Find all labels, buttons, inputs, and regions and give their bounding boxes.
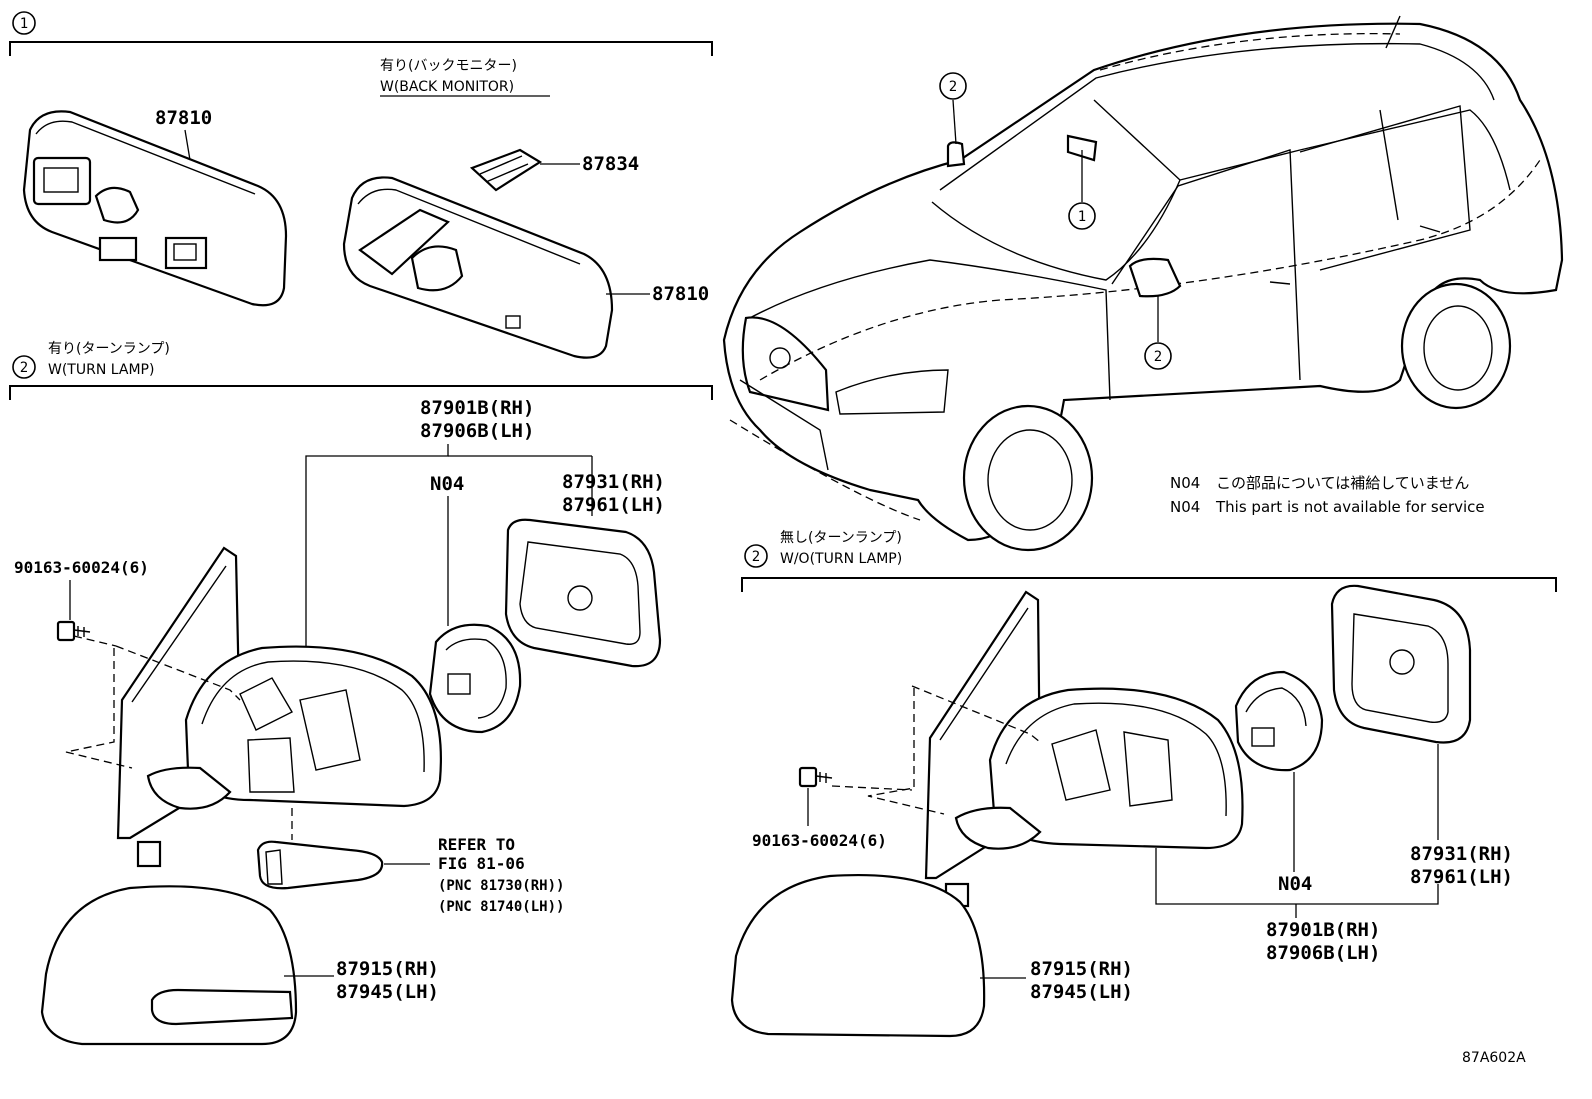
vehicle-illustration: [722, 15, 1564, 552]
car-marker-a: 2: [949, 79, 957, 95]
left-refer-3: (PNC 81730(RH)): [438, 878, 564, 894]
section-2-right-header: 無し(ターンランプ) 2 W/O(TURN LAMP): [741, 530, 1557, 592]
no-turn-lamp-option-en: W/O(TURN LAMP): [780, 551, 902, 567]
section-1-bracket: [9, 41, 713, 56]
car-leader-a: [952, 99, 957, 145]
back-monitor-option-jp: 有り(バックモニター): [380, 58, 517, 74]
section-2-left-marker: 2: [20, 360, 28, 376]
section-1-marker-circle: [12, 11, 36, 35]
note-en-code: N04: [1170, 498, 1200, 516]
part-87810-a: 87810: [155, 107, 212, 129]
left-refer-4: (PNC 81740(LH)): [438, 899, 564, 915]
back-monitor-option-en: W(BACK MONITOR): [380, 79, 514, 95]
section-2-right-marker-circle: [744, 544, 768, 568]
right-part-87931-rh: 87931(RH): [1410, 843, 1513, 865]
section-2-left-header: 有り(ターンランプ) 2 W(TURN LAMP): [9, 341, 713, 400]
note-jp-code: N04: [1170, 474, 1200, 492]
turn-lamp-option-en: W(TURN LAMP): [48, 362, 154, 378]
section-2-right-marker: 2: [752, 549, 760, 565]
leader-87810-a: [184, 129, 191, 161]
section-1-header: 1: [9, 11, 713, 56]
section-1-marker: 1: [20, 16, 28, 32]
right-part-87901B-rh: 87901B(RH): [1266, 919, 1380, 941]
section-2-left-marker-circle: [12, 355, 36, 379]
note-en-text: This part is not available for service: [1215, 498, 1485, 516]
left-part-87901B-rh: 87901B(RH): [420, 397, 534, 419]
left-part-87906B-lh: 87906B(LH): [420, 420, 534, 442]
inner-mirror-a: [22, 110, 288, 307]
left-leader-mirror: [305, 444, 449, 648]
car-marker-c: 2: [1154, 349, 1162, 365]
left-mirror-housing: [146, 645, 442, 810]
part-87834: 87834: [582, 153, 639, 175]
right-dash-3: [831, 785, 913, 791]
right-dash-1: [911, 685, 1041, 743]
right-part-87915-rh: 87915(RH): [1030, 958, 1133, 980]
car-marker-b-circle: [1068, 202, 1096, 230]
section-2-right-bracket: [741, 577, 1557, 592]
car-marker-b: 1: [1078, 209, 1086, 225]
right-mirror-glass: [1330, 584, 1472, 744]
left-refer-2: FIG 81-06: [438, 854, 525, 873]
left-screw: [56, 620, 91, 642]
car-marker-a-circle: [939, 72, 967, 100]
left-refer-1: REFER TO: [438, 835, 515, 854]
right-part-87961-lh: 87961(LH): [1410, 866, 1513, 888]
part-87810-b: 87810: [652, 283, 709, 305]
right-mirror-cover: [730, 873, 986, 1038]
left-dash-2: [73, 635, 117, 647]
right-screw: [798, 766, 833, 788]
left-part-screw: 90163-60024(6): [14, 558, 149, 577]
left-part-87915-rh: 87915(RH): [336, 958, 439, 980]
turn-lamp-option-jp: 有り(ターンランプ): [48, 341, 170, 357]
right-actuator: [1234, 670, 1324, 772]
bracket-87834: [469, 148, 543, 192]
left-part-87931-rh: 87931(RH): [562, 471, 665, 493]
car-marker-c-circle: [1144, 342, 1172, 370]
left-actuator: [428, 623, 522, 734]
right-part-n04: N04: [1278, 873, 1312, 895]
left-turn-lamp: [256, 840, 384, 890]
note-jp-text: この部品については補給していません: [1216, 474, 1469, 492]
right-part-87945-lh: 87945(LH): [1030, 981, 1133, 1003]
left-part-87945-lh: 87945(LH): [336, 981, 439, 1003]
left-dash-3: [65, 648, 133, 769]
right-dash-2: [867, 688, 945, 815]
inner-mirror-b: [342, 176, 614, 359]
left-mirror-cover: [40, 885, 298, 1046]
left-part-87961-lh: 87961(LH): [562, 494, 665, 516]
left-part-n04: N04: [430, 473, 464, 495]
section-2-left-bracket: [9, 385, 713, 400]
left-mirror-glass: [504, 518, 662, 668]
right-leader-mirror: [1155, 848, 1439, 905]
no-turn-lamp-option-jp: 無し(ターンランプ): [780, 530, 902, 546]
right-mirror-housing: [954, 687, 1244, 850]
figure-id: 87A602A: [1462, 1050, 1526, 1066]
right-part-87906B-lh: 87906B(LH): [1266, 942, 1380, 964]
left-dash-1: [115, 645, 241, 701]
right-part-screw: 90163-60024(6): [752, 831, 887, 850]
